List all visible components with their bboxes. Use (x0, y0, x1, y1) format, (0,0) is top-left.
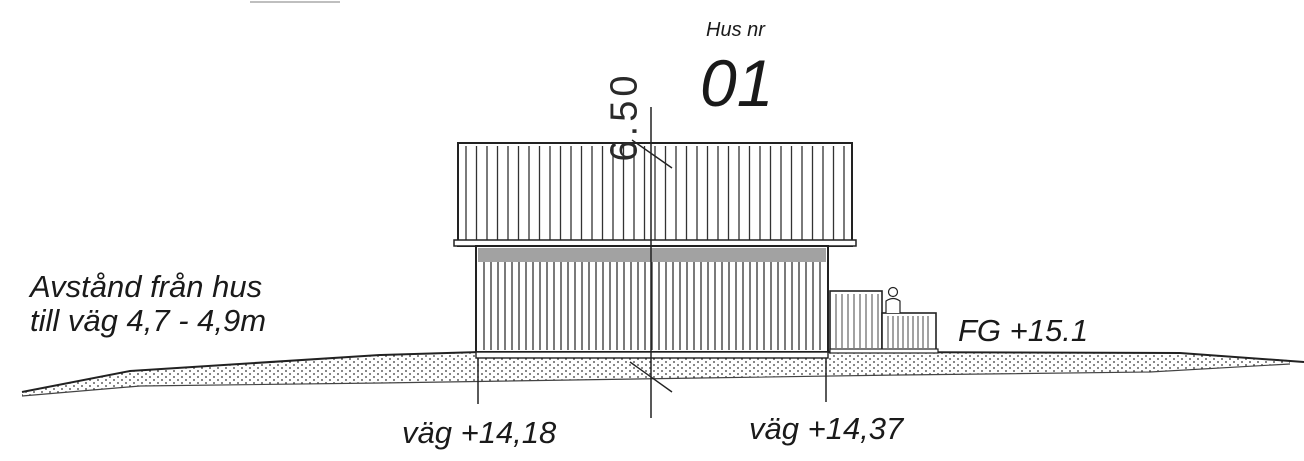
ridge-height-label: 6.50 (603, 71, 646, 162)
ridge-tick-bottom (629, 361, 673, 393)
house-number: 01 (700, 46, 774, 120)
distance-note-line2: till väg 4,7 - 4,9m (30, 303, 267, 338)
person-figure (885, 286, 901, 313)
ground-fill (22, 352, 1290, 396)
wall (475, 245, 829, 353)
deck (829, 290, 939, 354)
distance-note-line1: Avstånd från hus (30, 269, 263, 304)
road-level-left-label: väg +14,18 (402, 415, 557, 450)
roof (453, 142, 857, 247)
ground-level-label: FG +15.1 (958, 313, 1089, 348)
plinth (475, 351, 829, 359)
road-line (21, 363, 1291, 397)
ridge-tick-top (631, 139, 673, 169)
house-number-label: Hus nr (706, 19, 765, 41)
road-level-right-label: väg +14,37 (749, 411, 904, 446)
